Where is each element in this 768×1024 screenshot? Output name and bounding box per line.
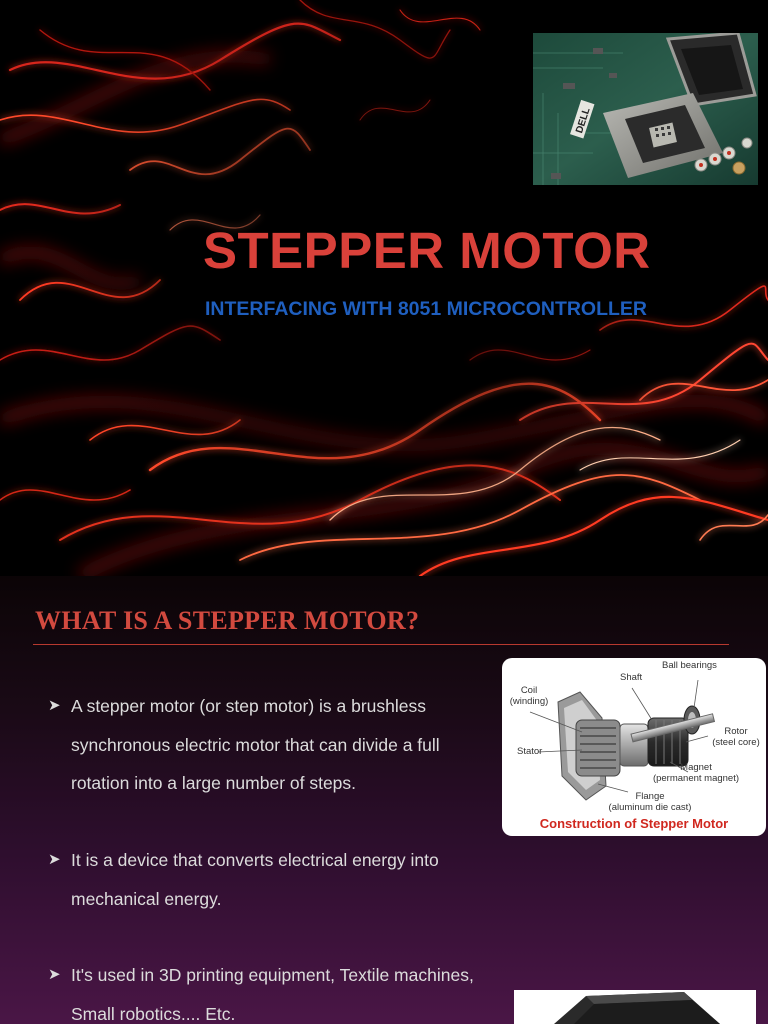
section-heading: WHAT IS A STEPPER MOTOR? xyxy=(35,606,420,635)
slide-subtitle: INTERFACING WITH 8051 MICROCONTROLLER xyxy=(205,298,648,320)
stepper-motor-diagram: Ball bearings Shaft Coil (winding) Stato… xyxy=(502,658,766,836)
heading-divider xyxy=(33,644,729,645)
bullet-line: It is a device that converts electrical … xyxy=(71,850,439,870)
circuit-board-cpu-socket-icon: DELL xyxy=(533,33,758,185)
label-ball-bearings: Ball bearings xyxy=(662,660,717,671)
bullet-line: A stepper motor (or step motor) is a bru… xyxy=(71,696,426,716)
label-shaft: Shaft xyxy=(620,672,643,683)
label-magnet-sub: (permanent magnet) xyxy=(652,773,740,784)
label-flange-sub: (aluminum die cast) xyxy=(608,802,692,813)
bullet-item: ➤ A stepper motor (or step motor) is a b… xyxy=(48,687,440,803)
label-coil: Coil xyxy=(520,685,538,696)
bullet-line: It's used in 3D printing equipment, Text… xyxy=(71,965,474,985)
label-flange: Flange xyxy=(635,791,665,802)
bullet-line: mechanical energy. xyxy=(71,888,222,909)
slide-title: STEPPER MOTOR xyxy=(203,222,651,279)
label-rotor-sub: (steel core) xyxy=(712,737,760,748)
label-rotor: Rotor xyxy=(724,726,748,737)
arrowhead-bullet-icon: ➤ xyxy=(48,851,61,868)
motor-cutaway-icon xyxy=(529,679,716,801)
bullet-line: rotation into a large number of steps. xyxy=(71,773,357,793)
definition-slide: WHAT IS A STEPPER MOTOR? ➤ A stepper mot… xyxy=(0,576,768,1024)
title-slide: DELL STEPPER MOTOR INTERFACING WITH 8051… xyxy=(0,0,768,576)
arrowhead-bullet-icon: ➤ xyxy=(48,697,61,714)
label-stator: Stator xyxy=(517,746,543,757)
diagram-caption: Construction of Stepper Motor xyxy=(539,816,729,831)
bullet-line: synchronous electric motor that can divi… xyxy=(71,734,440,755)
bullet-line: Small robotics.... Etc. xyxy=(71,1003,236,1024)
bullet-item: ➤ It's used in 3D printing equipment, Te… xyxy=(48,956,474,1024)
bullet-item: ➤ It is a device that converts electrica… xyxy=(48,841,439,918)
label-coil-sub: (winding) xyxy=(509,696,549,707)
stepper-motor-photo-icon xyxy=(514,990,756,1024)
label-magnet: Magnet xyxy=(680,762,712,773)
arrowhead-bullet-icon: ➤ xyxy=(48,966,61,983)
